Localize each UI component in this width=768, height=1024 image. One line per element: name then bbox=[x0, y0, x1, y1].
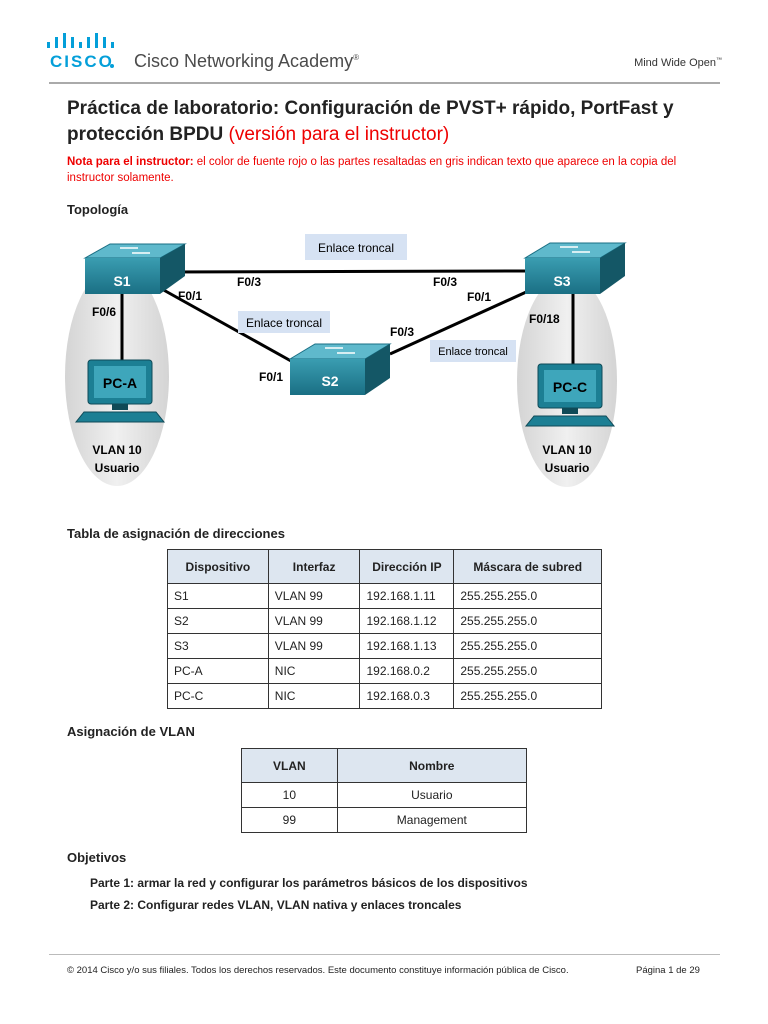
switch-s3-icon: S3 bbox=[523, 242, 627, 294]
table-cell: 255.255.255.0 bbox=[453, 683, 602, 709]
pc-c-vlan-name: Usuario bbox=[545, 461, 590, 475]
title-version: (versión para el instructor) bbox=[228, 124, 450, 145]
table-cell: S2 bbox=[167, 608, 269, 634]
footer-divider bbox=[49, 954, 720, 955]
switch-s3-label: S3 bbox=[553, 273, 570, 289]
pc-c-icon: PC-C bbox=[524, 363, 616, 427]
trunk-label-s2-s3: Enlace troncal bbox=[438, 346, 508, 358]
table-cell: NIC bbox=[267, 658, 361, 684]
cisco-logo-bars-icon bbox=[47, 33, 114, 48]
pc-c-vlan: VLAN 10 bbox=[542, 443, 592, 457]
column-header: Máscara de subred bbox=[453, 549, 602, 584]
table-cell: 255.255.255.0 bbox=[453, 583, 602, 609]
vlan-table: VLAN Nombre 10 Usuario 99 Management bbox=[241, 748, 528, 833]
table-cell: S3 bbox=[167, 633, 269, 659]
column-header: Nombre bbox=[336, 748, 528, 783]
table-cell: VLAN 99 bbox=[267, 633, 361, 659]
cisco-logo-word: CISCO bbox=[50, 52, 114, 71]
footer-page-number: Página 1 de 29 bbox=[636, 965, 700, 976]
tagline: Mind Wide Open™ bbox=[634, 57, 722, 69]
table-row: PC-A NIC 192.168.0.2 255.255.255.0 bbox=[167, 658, 602, 684]
trunk-label-box-s1-s2 bbox=[238, 311, 330, 333]
trunk-label-box-s2-s3 bbox=[430, 340, 516, 362]
port-label: F0/3 bbox=[237, 275, 261, 289]
page-title: Práctica de laboratorio: Configuración d… bbox=[67, 96, 727, 148]
switch-s2-icon: S2 bbox=[288, 343, 392, 395]
column-header: Interfaz bbox=[267, 549, 361, 584]
table-cell: Management bbox=[336, 807, 528, 833]
trunk-label-s1-s2: Enlace troncal bbox=[246, 316, 322, 330]
port-label: F0/1 bbox=[467, 290, 491, 304]
note-text: el color de fuente rojo o las partes res… bbox=[67, 156, 677, 184]
port-label: F0/1 bbox=[259, 370, 283, 384]
topology-heading: Topología bbox=[67, 202, 129, 217]
table-cell: 192.168.1.11 bbox=[359, 583, 455, 609]
table-cell: 99 bbox=[241, 807, 338, 833]
table-cell: PC-A bbox=[167, 658, 269, 684]
table-cell: 192.168.1.13 bbox=[359, 633, 455, 659]
table-cell: 255.255.255.0 bbox=[453, 608, 602, 634]
port-label: F0/3 bbox=[390, 325, 414, 339]
objectives-heading: Objetivos bbox=[67, 850, 127, 865]
trunk-label-s1-s3: Enlace troncal bbox=[318, 241, 394, 255]
link-s1-s3 bbox=[164, 269, 531, 274]
objective-part1: Parte 1: armar la red y configurar los p… bbox=[90, 876, 528, 890]
table-cell: S1 bbox=[167, 583, 269, 609]
footer-copyright: © 2014 Cisco y/o sus filiales. Todos los… bbox=[67, 965, 569, 976]
addressing-table: Dispositivo Interfaz Dirección IP Máscar… bbox=[167, 549, 602, 709]
switch-s1-icon: S1 bbox=[83, 243, 187, 294]
table-row: 99 Management bbox=[241, 807, 528, 833]
switch-s1-label: S1 bbox=[113, 273, 130, 289]
port-label: F0/18 bbox=[529, 312, 560, 326]
title-main: Práctica de laboratorio: Configuración d… bbox=[67, 98, 674, 145]
table-cell: 192.168.0.3 bbox=[359, 683, 455, 709]
topology-diagram: Enlace troncal Enlace troncal Enlace tro… bbox=[65, 234, 627, 487]
table-cell: 255.255.255.0 bbox=[453, 658, 602, 684]
trademark-mark: ™ bbox=[716, 57, 722, 64]
port-label: F0/6 bbox=[92, 305, 116, 319]
table-cell: 10 bbox=[241, 782, 338, 808]
column-header: VLAN bbox=[241, 748, 338, 783]
column-header: Dispositivo bbox=[167, 549, 269, 584]
table-cell: 192.168.0.2 bbox=[359, 658, 455, 684]
table-row: 10 Usuario bbox=[241, 782, 528, 808]
pc-a-icon: PC-A bbox=[74, 359, 166, 423]
table-cell: 255.255.255.0 bbox=[453, 633, 602, 659]
header-divider bbox=[49, 82, 720, 84]
table-cell: PC-C bbox=[167, 683, 269, 709]
pc-a-vlan-name: Usuario bbox=[95, 461, 140, 475]
vlan-heading: Asignación de VLAN bbox=[67, 724, 195, 739]
port-label: F0/1 bbox=[178, 289, 202, 303]
column-header: Dirección IP bbox=[359, 549, 455, 584]
table-cell: Usuario bbox=[336, 782, 528, 808]
pc-a-label: PC-A bbox=[103, 375, 137, 391]
academy-text: Cisco Networking Academy bbox=[134, 51, 354, 71]
switch-s2-label: S2 bbox=[321, 373, 338, 389]
port-label: F0/3 bbox=[433, 275, 457, 289]
registered-mark: ® bbox=[353, 53, 359, 62]
table-cell: 192.168.1.12 bbox=[359, 608, 455, 634]
table-row: S3 VLAN 99 192.168.1.13 255.255.255.0 bbox=[167, 633, 602, 659]
objective-part2: Parte 2: Configurar redes VLAN, VLAN nat… bbox=[90, 898, 462, 912]
tagline-text: Mind Wide Open bbox=[634, 57, 716, 69]
table-row: S1 VLAN 99 192.168.1.11 255.255.255.0 bbox=[167, 583, 602, 609]
table-row: S2 VLAN 99 192.168.1.12 255.255.255.0 bbox=[167, 608, 602, 634]
note-label: Nota para el instructor: bbox=[67, 156, 194, 168]
table-row: PC-C NIC 192.168.0.3 255.255.255.0 bbox=[167, 683, 602, 709]
academy-name: Cisco Networking Academy® bbox=[134, 51, 359, 72]
page-header: CISCO Cisco Networking Academy® Mind Wid… bbox=[0, 0, 768, 82]
table-header-row: Dispositivo Interfaz Dirección IP Máscar… bbox=[167, 549, 602, 584]
trunk-label-box-s1-s3 bbox=[305, 234, 407, 260]
addressing-heading: Tabla de asignación de direcciones bbox=[67, 526, 285, 541]
table-header-row: VLAN Nombre bbox=[241, 748, 528, 783]
link-s1-s2 bbox=[159, 286, 301, 368]
pc-c-label: PC-C bbox=[553, 379, 587, 395]
instructor-note: Nota para el instructor: el color de fue… bbox=[67, 154, 707, 186]
table-cell: VLAN 99 bbox=[267, 608, 361, 634]
link-s2-s3 bbox=[389, 286, 536, 356]
cisco-logo-dot bbox=[110, 64, 114, 68]
table-cell: NIC bbox=[267, 683, 361, 709]
pc-a-vlan: VLAN 10 bbox=[92, 443, 142, 457]
table-cell: VLAN 99 bbox=[267, 583, 361, 609]
